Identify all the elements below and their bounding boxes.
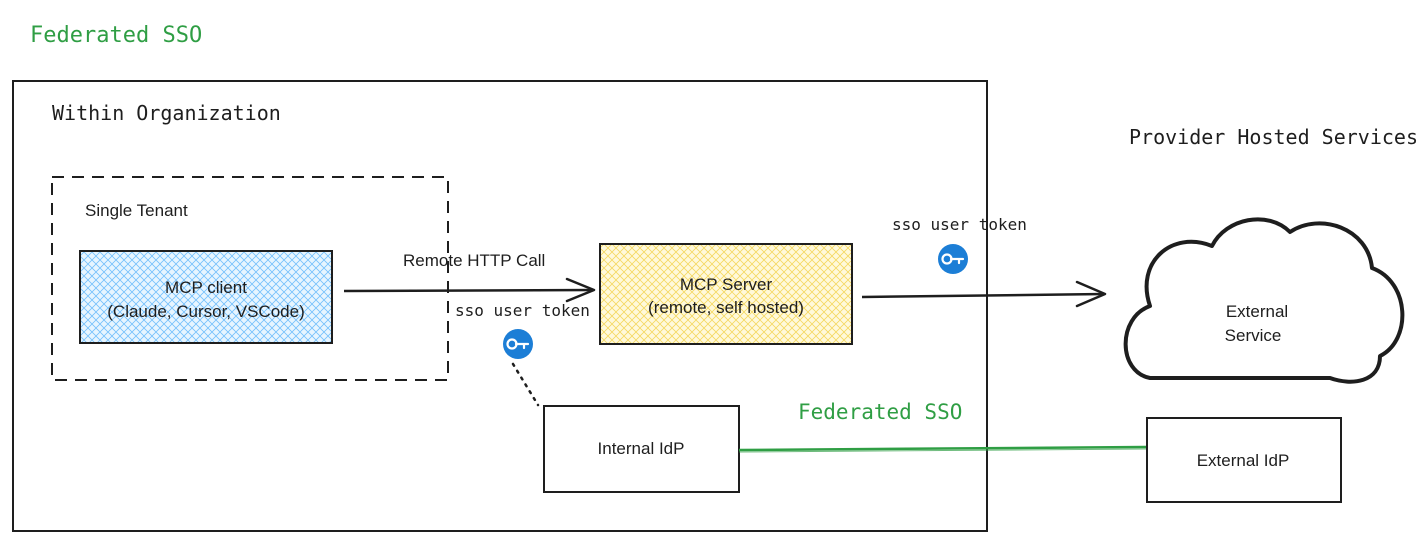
mcp-server-node[interactable]: MCP Server (remote, self hosted): [599, 243, 853, 345]
mcp-server-title: MCP Server: [680, 275, 773, 294]
external-service-subtitle: Service: [1225, 326, 1282, 345]
mcp-client-title: MCP client: [165, 278, 247, 297]
provider-label: Provider Hosted Services: [1129, 125, 1418, 149]
token-label-server: sso user token: [892, 215, 1027, 234]
single-tenant-label: Single Tenant: [85, 201, 188, 220]
external-idp-node[interactable]: External IdP: [1146, 417, 1342, 503]
federation-label: Federated SSO: [798, 400, 962, 424]
server-to-service-arrow: [861, 280, 1107, 308]
remote-call-label: Remote HTTP Call: [403, 251, 545, 270]
key-icon: [503, 329, 533, 359]
organization-label: Within Organization: [52, 101, 281, 125]
key-icon: [938, 244, 968, 274]
cloud-icon: [1123, 217, 1405, 384]
internal-idp-label: Internal IdP: [598, 439, 685, 458]
mcp-client-node[interactable]: MCP client (Claude, Cursor, VSCode): [79, 250, 333, 344]
external-service-node[interactable]: External Service: [1123, 217, 1405, 384]
diagram-title: Federated SSO: [30, 23, 202, 48]
mcp-client-subtitle: (Claude, Cursor, VSCode): [107, 302, 304, 321]
token-link-dotted: [511, 362, 540, 407]
federation-link: [738, 445, 1147, 453]
external-idp-label: External IdP: [1197, 451, 1290, 470]
token-label-client: sso user token: [455, 301, 590, 320]
mcp-server-subtitle: (remote, self hosted): [648, 298, 804, 317]
external-service-title: External: [1226, 302, 1288, 321]
remote-call-arrow: [343, 277, 596, 303]
internal-idp-node[interactable]: Internal IdP: [543, 405, 740, 493]
organization-boundary: [12, 80, 988, 532]
